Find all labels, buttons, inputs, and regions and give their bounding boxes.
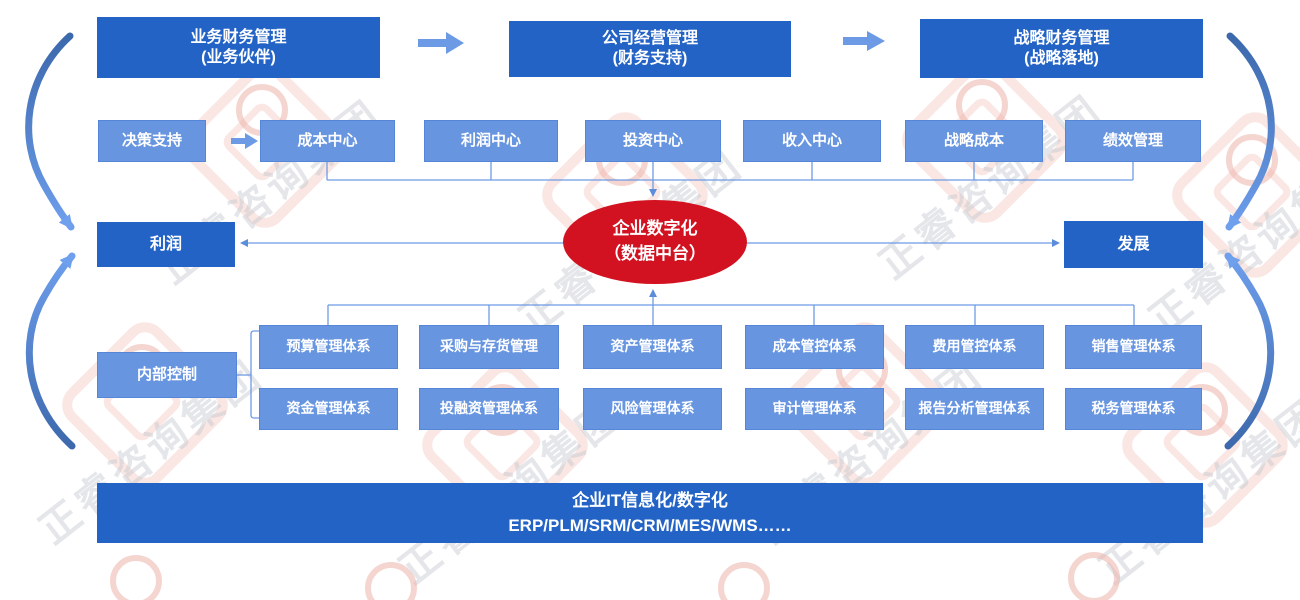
node-label: 预算管理体系 [286,338,371,355]
node-label: 资金管理体系 [286,400,371,417]
node-sublabel: (业务伙伴) [201,48,276,66]
node-cost-control-system: 成本管控体系 [745,325,884,369]
lower-bus [327,289,1135,325]
upper-bus [326,162,1134,197]
node-sublabel: (财务支持) [612,50,688,67]
node-label: 利润 [149,235,182,253]
node-label: 投融资管理体系 [440,400,538,417]
node-asset-system: 资产管理体系 [583,325,722,369]
internal-control-bracket [237,330,259,419]
node-profit-center: 利润中心 [424,120,558,162]
node-label: 战略成本 [943,131,1004,149]
curved-arrow-right-top [1225,32,1275,231]
node-label: 公司经营管理 [601,30,698,47]
node-development: 发展 [1064,221,1203,268]
node-label: 税务管理体系 [1091,400,1176,417]
node-sublabel: (战略落地) [1024,49,1099,67]
node-revenue-center: 收入中心 [743,120,881,162]
node-tax-system: 税务管理体系 [1065,388,1202,430]
node-performance-mgmt: 绩效管理 [1065,120,1201,162]
node-label: 发展 [1117,235,1150,253]
node-sales-system: 销售管理体系 [1065,325,1202,369]
node-financing-system: 投融资管理体系 [419,388,559,430]
node-budget-system: 预算管理体系 [259,325,398,369]
it-bar-title: 企业IT信息化/数字化 [572,490,728,510]
node-label: 风险管理体系 [610,400,695,417]
node-funds-system: 资金管理体系 [259,388,398,430]
node-label: 成本管控体系 [772,338,857,355]
curved-arrow-left-bottom [25,252,76,450]
node-strategic-cost: 战略成本 [905,120,1043,162]
node-label: 利润中心 [460,131,521,149]
node-profit: 利润 [97,222,235,267]
curved-arrow-right-bottom [1224,252,1275,450]
node-cost-center: 成本中心 [260,120,395,162]
flow-arrow-2 [843,31,885,51]
node-decision-support: 决策支持 [98,120,206,162]
node-report-analysis-system: 报告分析管理体系 [905,388,1044,430]
node-strategic-finance: 战略财务管理 (战略落地) [920,19,1203,78]
curved-arrow-left-top [25,32,75,231]
node-label: 内部控制 [136,365,197,383]
it-bar-systems: ERP/PLM/SRM/CRM/MES/WMS…… [508,516,792,535]
node-label: 销售管理体系 [1091,338,1176,355]
node-label: 采购与存货管理 [440,338,538,355]
node-label: 企业数字化 [612,219,698,239]
node-label: 战略财务管理 [1013,29,1110,47]
node-label: 收入中心 [781,131,842,149]
node-risk-system: 风险管理体系 [583,388,722,430]
node-digital-hub: 企业数字化 （数据中台） [563,200,747,284]
node-label: 业务财务管理 [190,28,287,46]
node-expense-control-system: 费用管控体系 [905,325,1044,369]
node-audit-system: 审计管理体系 [745,388,884,430]
node-business-finance: 业务财务管理 (业务伙伴) [97,17,380,78]
node-internal-control: 内部控制 [97,352,237,398]
node-label: 报告分析管理体系 [918,400,1031,417]
node-label: 费用管控体系 [932,338,1017,355]
node-company-operation: 公司经营管理 (财务支持) [509,21,791,77]
node-label: 审计管理体系 [772,400,857,417]
node-label: 决策支持 [121,131,182,149]
node-sublabel: （数据中台） [604,244,706,263]
node-label: 成本中心 [297,131,358,149]
flow-arrow-3 [231,133,258,149]
node-procurement-inventory: 采购与存货管理 [419,325,559,369]
node-label: 投资中心 [622,131,683,149]
node-investment-center: 投资中心 [585,120,721,162]
node-label: 绩效管理 [1102,131,1163,149]
it-infrastructure-bar: 企业IT信息化/数字化 ERP/PLM/SRM/CRM/MES/WMS…… [97,483,1203,543]
flow-arrow-1 [418,32,464,54]
node-label: 资产管理体系 [610,338,695,355]
